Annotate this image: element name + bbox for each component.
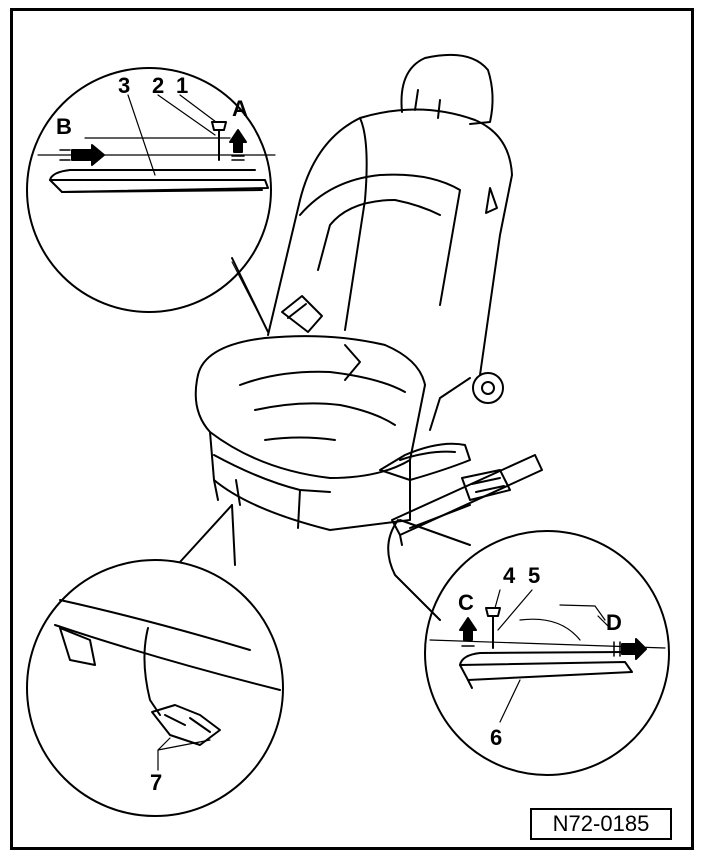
callout-3: 3 (118, 73, 130, 98)
callout-a: A (232, 96, 248, 121)
callout-1: 1 (176, 73, 188, 98)
callout-d: D (606, 610, 622, 635)
callout-c: C (458, 590, 474, 615)
figure-frame (10, 8, 694, 850)
callout-b: B (56, 114, 72, 139)
detail-view-bottom-left (26, 504, 284, 817)
callout-6: 6 (490, 725, 502, 750)
callout-7: 7 (150, 770, 162, 795)
detail-view-top (26, 67, 276, 333)
callout-5: 5 (528, 563, 540, 588)
detail-view-bottom-right (387, 519, 670, 776)
seat-illustration (194, 53, 543, 546)
callout-2: 2 (152, 73, 164, 98)
callout-4: 4 (503, 563, 516, 588)
figure-reference-label: N72-0185 (530, 808, 672, 840)
